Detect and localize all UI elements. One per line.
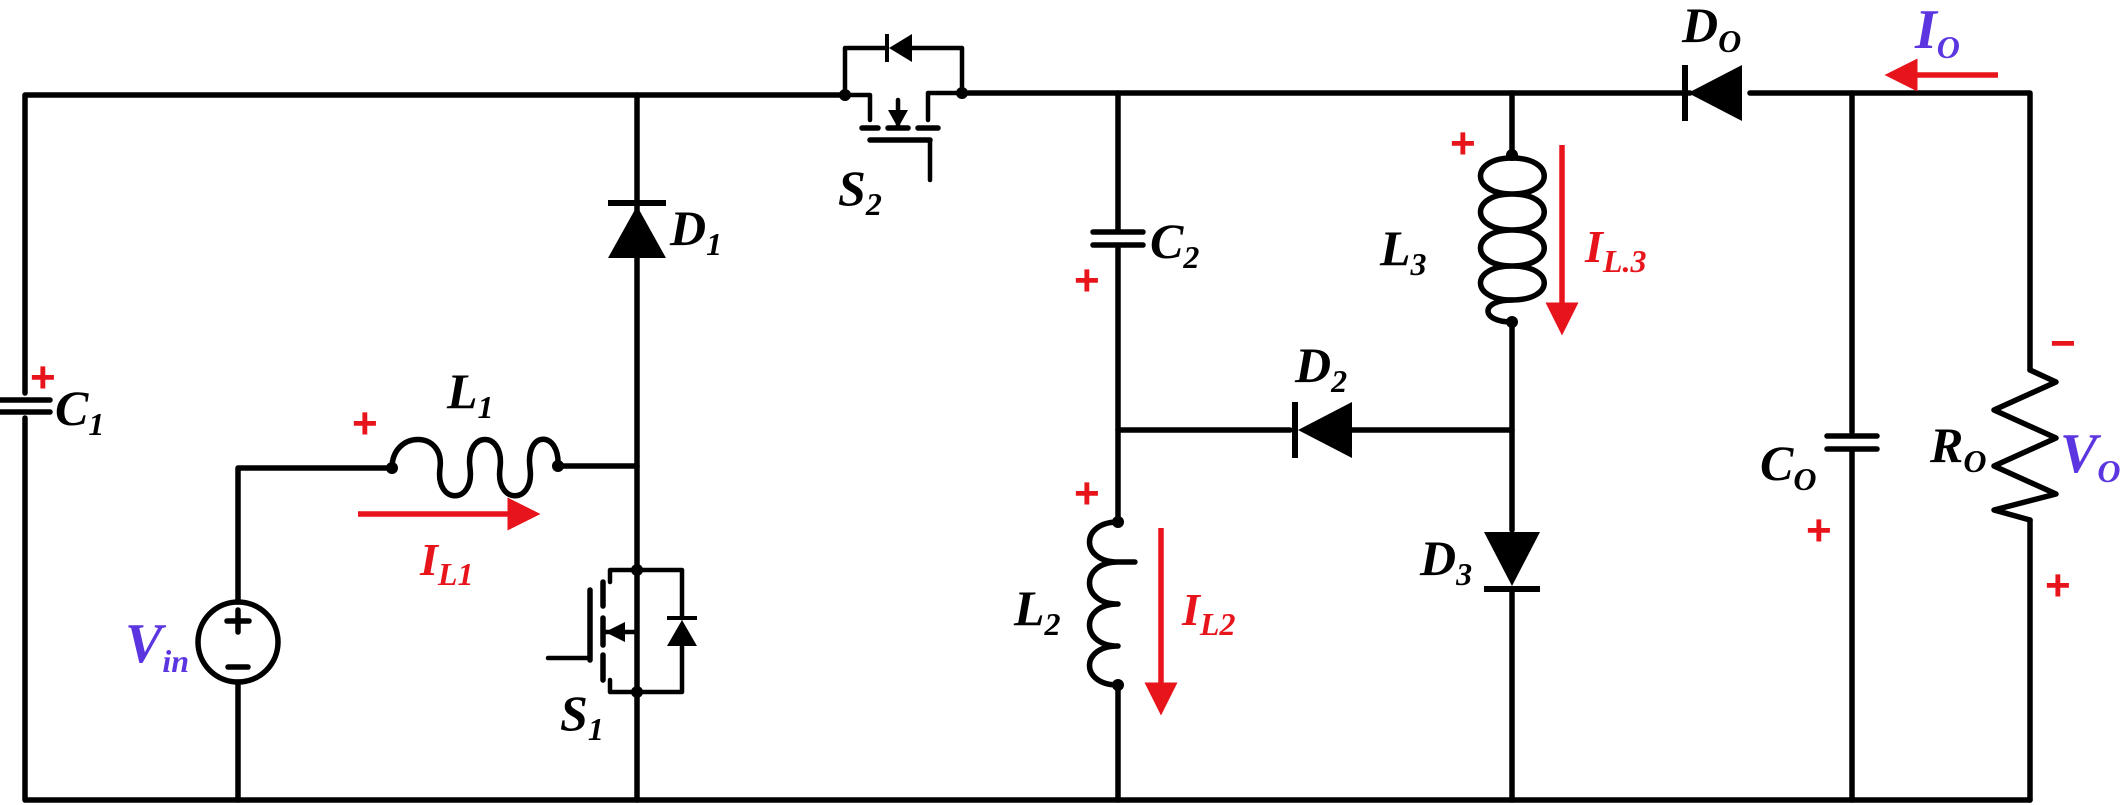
component-labels: C1 L1 D1 S1 S2 C2 L2 L3 D2 D3 DO CO RO: [55, 0, 1986, 747]
label-do: DO: [1681, 0, 1741, 59]
plus-c2: +: [1074, 256, 1100, 305]
inductor-l3: [1478, 149, 1547, 328]
label-c1: C1: [55, 380, 104, 442]
plus-co: +: [1806, 506, 1832, 555]
wire-vin-to-l1: [235, 465, 395, 605]
plus-l3: +: [1450, 119, 1476, 168]
label-vo: VO: [2060, 423, 2120, 489]
diode-d1: [608, 200, 666, 258]
current-labels: IL1 IL2 IL.3 IO: [419, 0, 1960, 642]
label-vin: Vin: [125, 613, 189, 679]
label-l1: L1: [446, 363, 494, 425]
resistor-ro: [1991, 367, 2059, 523]
label-d2: D2: [1294, 337, 1347, 399]
voltage-labels: Vin VO: [125, 423, 2120, 679]
label-s1: S1: [560, 685, 604, 747]
mosfet-s2: [839, 34, 968, 183]
voltage-source-vin: [195, 599, 281, 685]
polarity-marks: + + + + + + + −: [30, 119, 2076, 610]
label-il3: IL.3: [1584, 221, 1646, 279]
label-d1: D1: [669, 200, 722, 262]
plus-c1: +: [30, 353, 56, 402]
label-d3: D3: [1419, 530, 1472, 592]
inductor-l2: [1086, 516, 1138, 691]
label-ro: RO: [1929, 417, 1986, 479]
plus-l2: +: [1074, 469, 1100, 518]
label-s2: S2: [838, 160, 882, 222]
mosfet-s1: [545, 564, 697, 698]
label-l2: L2: [1013, 580, 1061, 642]
diode-d2: [1292, 402, 1352, 458]
capacitor-c1: [0, 397, 53, 415]
inductor-l1: [386, 436, 564, 499]
minus-ro: −: [2050, 319, 2076, 368]
capacitor-co: [1824, 433, 1880, 452]
label-il1: IL1: [419, 534, 473, 592]
diode-d3: [1484, 532, 1540, 592]
capacitor-c2: [1090, 229, 1146, 248]
plus-l1: +: [352, 399, 378, 448]
wires: [22, 90, 2033, 803]
wire-left-loop: [22, 92, 640, 803]
label-c2: C2: [1150, 213, 1199, 275]
diode-do: [1682, 65, 1742, 121]
plus-ro: +: [2045, 561, 2071, 610]
current-arrows: [358, 58, 1998, 716]
label-l3: L3: [1379, 220, 1427, 282]
label-co: CO: [1760, 435, 1816, 497]
wire-do-to-ro: [1747, 90, 2033, 373]
label-il2: IL2: [1181, 584, 1235, 642]
label-io: IO: [1914, 0, 1960, 65]
